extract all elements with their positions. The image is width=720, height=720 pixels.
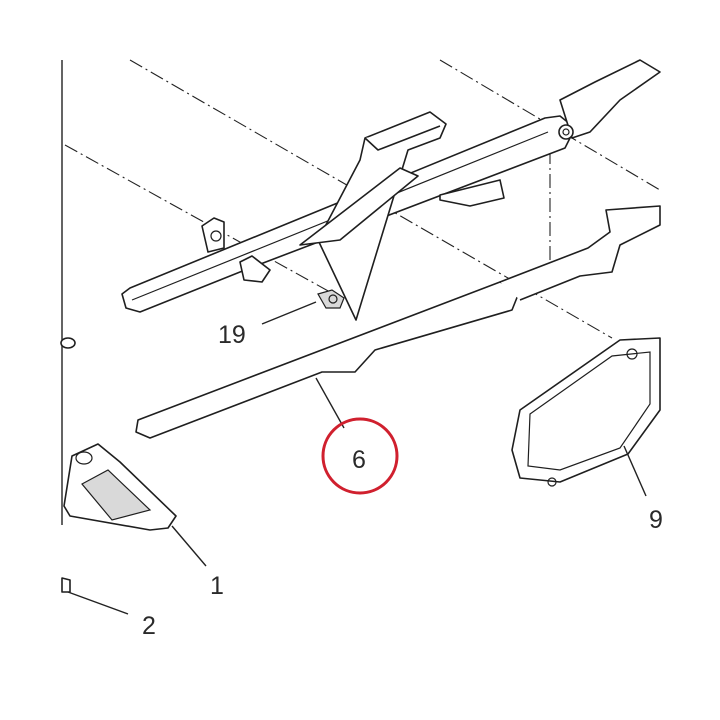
small-part-2: [61, 577, 71, 593]
callout-1: 1: [210, 572, 224, 600]
mount-part-1: [63, 443, 177, 531]
leader-6: [315, 377, 345, 429]
callout-2: 2: [142, 612, 156, 640]
small-fastener: [60, 337, 76, 349]
leader-9: [623, 445, 647, 497]
leader-lines: [67, 301, 647, 615]
leader-1: [171, 525, 207, 567]
callout-19: 19: [218, 321, 246, 349]
highlight-circle: [321, 417, 399, 495]
upper-rail-bracket: [121, 59, 661, 321]
leader-2: [67, 591, 129, 615]
flat-plate-6: [135, 205, 661, 439]
center-line: [64, 144, 331, 293]
callout-6: 6: [352, 446, 366, 474]
side-panel-9: [511, 337, 661, 487]
screw-19: [317, 289, 345, 309]
callout-9: 9: [649, 506, 663, 534]
leader-19: [261, 301, 317, 325]
